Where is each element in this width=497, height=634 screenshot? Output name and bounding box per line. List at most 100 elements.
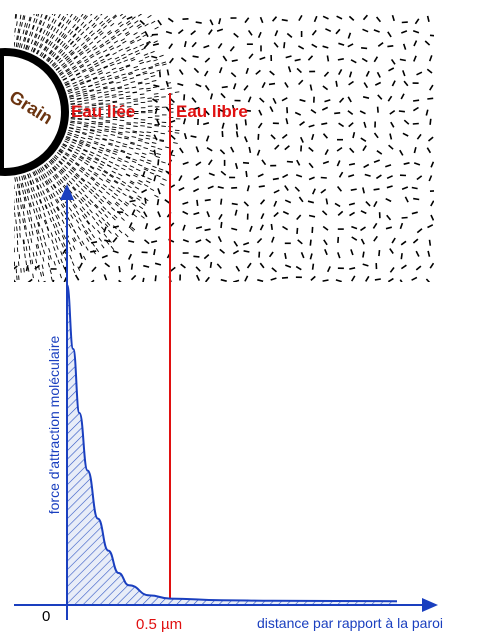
bound-water-molecule (139, 43, 144, 47)
free-water-molecule (311, 43, 318, 48)
bound-water-molecule (51, 34, 55, 40)
free-water-molecule (389, 133, 393, 140)
bound-water-molecule (95, 0, 98, 1)
bound-water-molecule (115, 30, 120, 34)
free-water-molecule (112, 236, 118, 243)
bound-water-molecule (37, 243, 40, 249)
bound-water-molecule (67, 90, 73, 93)
bound-water-molecule (24, 253, 26, 259)
bound-water-molecule (57, 236, 61, 242)
free-water-molecule (219, 248, 226, 254)
free-water-molecule (209, 93, 214, 100)
bound-water-molecule (80, 136, 86, 140)
bound-water-molecule (73, 229, 77, 234)
bound-water-molecule (113, 40, 119, 44)
bound-water-molecule (72, 33, 77, 38)
bound-water-molecule (56, 206, 60, 211)
bound-water-molecule (37, 14, 40, 17)
free-water-molecule (153, 134, 158, 141)
free-water-molecule (430, 214, 434, 221)
bound-water-molecule (144, 167, 149, 170)
bound-water-molecule (122, 143, 128, 146)
free-water-molecule (296, 67, 302, 74)
free-water-molecule (375, 174, 382, 180)
free-water-molecule (218, 18, 222, 25)
bound-water-molecule (39, 28, 43, 33)
bound-water-molecule (131, 4, 135, 7)
bound-water-molecule (61, 219, 65, 225)
free-water-molecule (373, 56, 379, 63)
bound-water-molecule (124, 31, 130, 35)
bound-water-molecule (54, 238, 58, 243)
bound-water-molecule (141, 47, 146, 51)
bound-water-molecule (52, 166, 57, 171)
free-water-molecule (307, 200, 315, 204)
bound-water-molecule (61, 243, 64, 248)
free-water-molecule (401, 216, 408, 219)
free-water-molecule (401, 186, 409, 190)
bound-water-molecule (123, 203, 128, 207)
bound-water-molecule (87, 169, 93, 173)
bound-water-molecule (112, 152, 117, 156)
free-water-molecule (350, 59, 357, 64)
bound-water-molecule (96, 52, 101, 56)
free-water-molecule (401, 30, 408, 34)
bound-water-molecule (32, 25, 35, 30)
bound-water-molecule (35, 170, 38, 175)
bound-water-molecule (72, 166, 77, 171)
free-water-molecule (298, 15, 303, 21)
bound-water-molecule (132, 158, 138, 161)
bound-water-molecule (90, 165, 95, 169)
bound-water-molecule (65, 68, 70, 72)
bound-water-molecule (140, 97, 145, 99)
free-water-molecule (182, 238, 189, 243)
bound-water-molecule (68, 223, 72, 229)
bound-water-molecule (69, 40, 74, 45)
bound-water-molecule (41, 205, 45, 211)
bound-water-molecule (100, 198, 105, 203)
bound-water-molecule (134, 20, 139, 24)
free-water-molecule (156, 198, 160, 206)
free-water-molecule (309, 239, 312, 246)
bound-water-molecule (40, 6, 42, 10)
bound-water-molecule (133, 46, 138, 50)
free-water-molecule (412, 122, 419, 125)
bound-water-molecule (146, 41, 151, 45)
free-water-molecule (322, 85, 329, 91)
bound-water-molecule (67, 58, 72, 63)
bound-water-molecule (86, 237, 90, 242)
bound-water-molecule (29, 31, 32, 37)
free-water-molecule (311, 133, 315, 141)
free-water-molecule (398, 110, 405, 113)
free-water-molecule (281, 133, 288, 139)
bound-water-molecule (23, 44, 26, 49)
free-water-molecule (243, 241, 250, 246)
bound-water-molecule (92, 24, 97, 29)
bound-water-molecule (32, 252, 35, 257)
water-molecules-field (14, 0, 434, 282)
bound-water-molecule (53, 246, 56, 251)
bound-water-molecule (87, 228, 92, 233)
bound-water-molecule (71, 167, 76, 172)
bound-water-molecule (86, 50, 92, 54)
free-water-molecule (365, 201, 371, 207)
y-axis-arrowhead-icon (60, 184, 74, 200)
free-water-molecule (322, 225, 329, 231)
bound-water-molecule (23, 15, 26, 20)
bound-water-molecule (37, 169, 41, 174)
free-water-molecule (373, 29, 380, 33)
free-water-molecule (128, 240, 135, 243)
free-water-molecule (273, 211, 279, 218)
bound-water-molecule (82, 14, 87, 19)
bound-water-molecule (151, 142, 157, 144)
free-water-molecule (323, 239, 328, 246)
bound-water-molecule (89, 90, 95, 93)
bound-water-molecule (43, 249, 46, 255)
bound-water-molecule (70, 169, 74, 173)
bound-water-molecule (35, 251, 38, 257)
bound-water-molecule (137, 163, 143, 167)
bound-water-molecule (49, 169, 54, 174)
bound-water-molecule (137, 182, 142, 185)
bound-water-molecule (91, 121, 97, 123)
bound-water-molecule (104, 128, 110, 131)
